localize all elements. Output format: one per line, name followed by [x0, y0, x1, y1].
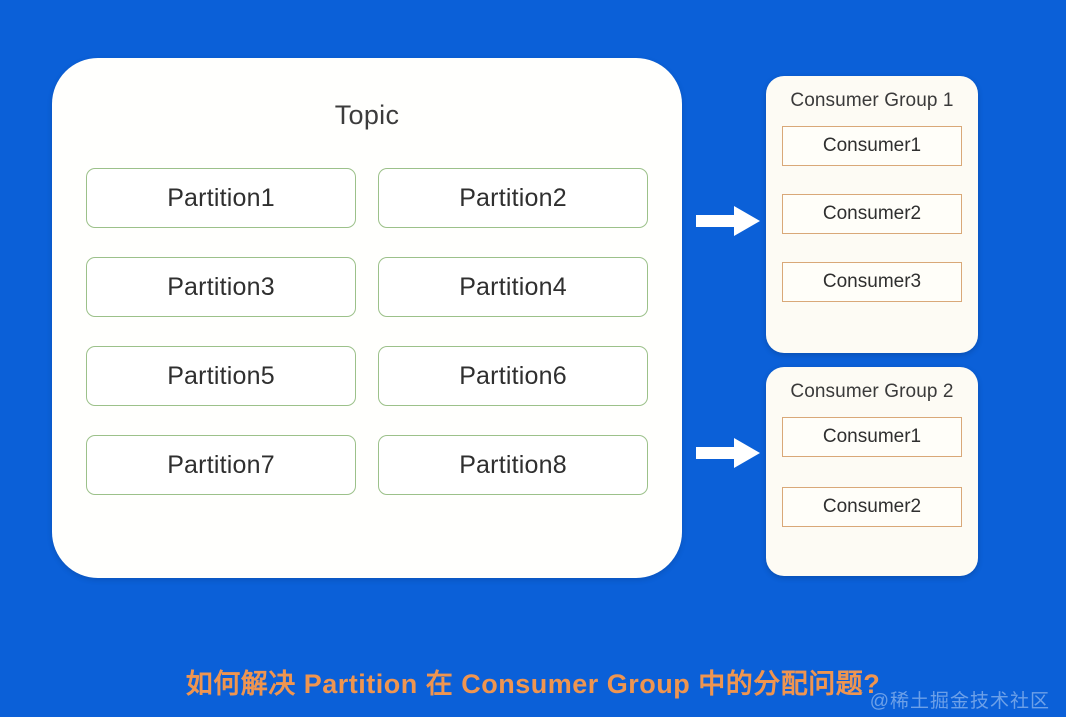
consumer-box[interactable]: Consumer1 — [782, 126, 962, 166]
partition-box[interactable]: Partition3 — [86, 257, 356, 317]
consumer-group-title: Consumer Group 2 — [790, 381, 954, 402]
partition-box[interactable]: Partition4 — [378, 257, 648, 317]
consumer-box[interactable]: Consumer2 — [782, 487, 962, 527]
watermark: @稀土掘金技术社区 — [869, 691, 1050, 712]
topic-title: Topic — [334, 100, 400, 130]
consumer-box[interactable]: Consumer3 — [782, 262, 962, 302]
caption-text: 如何解决 Partition 在 Consumer Group 中的分配问题? — [185, 669, 881, 699]
consumer-box[interactable]: Consumer1 — [782, 417, 962, 457]
right-arrow-icon — [696, 438, 760, 468]
consumer-group-title: Consumer Group 1 — [790, 90, 954, 111]
partition-box[interactable]: Partition5 — [86, 346, 356, 406]
topic-card: Topic Partition1 Partition2 Partition3 P… — [52, 58, 682, 578]
consumer-box[interactable]: Consumer2 — [782, 194, 962, 234]
partition-box[interactable]: Partition7 — [86, 435, 356, 495]
consumer-group-2-panel: Consumer Group 2 Consumer1 Consumer2 — [766, 367, 978, 576]
partition-box[interactable]: Partition8 — [378, 435, 648, 495]
partition-box[interactable]: Partition1 — [86, 168, 356, 228]
partition-box[interactable]: Partition2 — [378, 168, 648, 228]
consumer-group-1-panel: Consumer Group 1 Consumer1 Consumer2 Con… — [766, 76, 978, 353]
partition-grid: Partition1 Partition2 Partition3 Partiti… — [52, 168, 682, 495]
partition-box[interactable]: Partition6 — [378, 346, 648, 406]
right-arrow-icon — [696, 206, 760, 236]
